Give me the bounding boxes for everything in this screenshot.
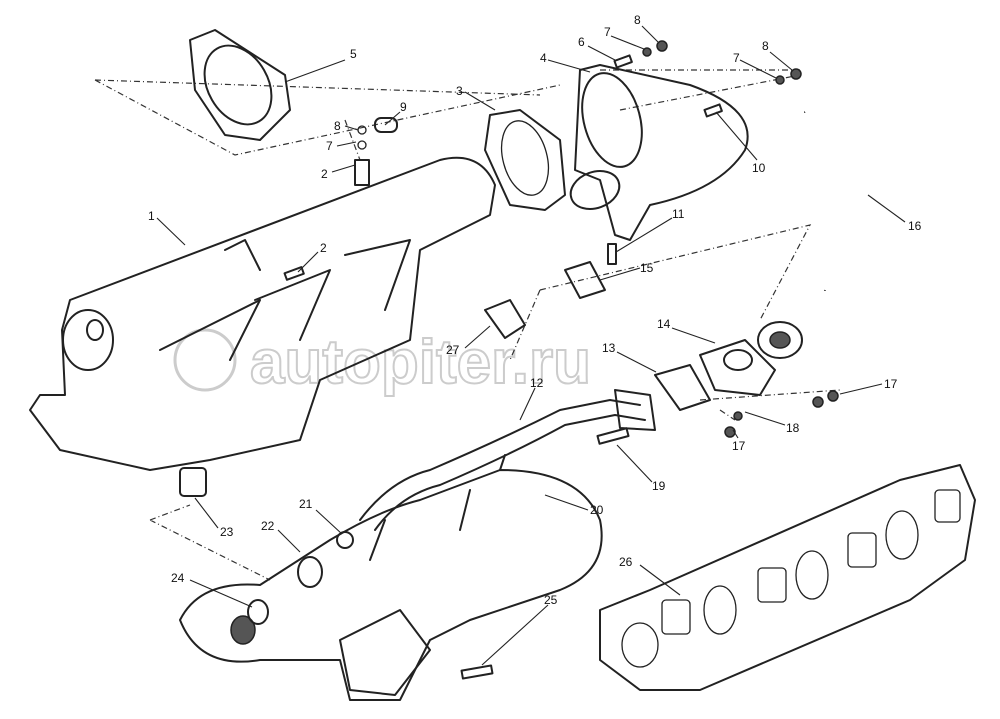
egr-valve (699, 321, 803, 396)
callout-5: 5 (350, 47, 357, 61)
flange-ring (189, 29, 291, 141)
callout-19: 19 (652, 479, 666, 493)
watermark: autopiter.ru (173, 327, 592, 398)
callout-20: 20 (590, 503, 604, 517)
svg-text:autopiter.ru: autopiter.ru (250, 328, 591, 397)
callout-23: 23 (220, 525, 234, 539)
callout-26: 26 (619, 555, 633, 569)
callout-15: 15 (640, 261, 654, 275)
small-gasket (564, 261, 606, 299)
callout-16: 16 (908, 219, 922, 233)
callout-1: 1 (148, 209, 155, 223)
callout-27: 27 (446, 343, 460, 357)
callouts: 5 8 7 6 4 8 7 3 9 8 7 2 10 1 11 16 2 15 … (148, 13, 922, 666)
callout-9: 9 (400, 100, 407, 114)
callout-18: 18 (786, 421, 800, 435)
callout-24: 24 (171, 571, 185, 585)
callout-17: 17 (884, 377, 898, 391)
callout-12: 12 (530, 376, 544, 390)
egr-pipe (359, 389, 656, 531)
callout-8: 8 (334, 119, 341, 133)
callout-6: 6 (578, 35, 585, 49)
callout-7: 7 (326, 139, 333, 153)
callout-17: 17 (732, 439, 746, 453)
callout-3: 3 (456, 84, 463, 98)
exhaust-manifold (179, 454, 603, 701)
exhaust-gasket (599, 464, 976, 691)
callout-13: 13 (602, 341, 616, 355)
callout-25: 25 (544, 593, 558, 607)
callout-8: 8 (634, 13, 641, 27)
callout-4: 4 (540, 51, 547, 65)
cover-plate (484, 299, 526, 339)
callout-22: 22 (261, 519, 275, 533)
egr-gasket (654, 364, 711, 411)
intake-manifold (29, 156, 496, 471)
callout-2: 2 (320, 241, 327, 255)
elbow-pipe (569, 64, 749, 241)
callout-8: 8 (762, 39, 769, 53)
callout-7: 7 (604, 25, 611, 39)
callout-7: 7 (733, 51, 740, 65)
callout-14: 14 (657, 317, 671, 331)
callout-10: 10 (752, 161, 766, 175)
callout-11: 11 (672, 207, 685, 221)
callout-2: 2 (321, 167, 328, 181)
callout-21: 21 (299, 497, 313, 511)
gasket (484, 109, 566, 211)
fasteners (179, 40, 839, 680)
